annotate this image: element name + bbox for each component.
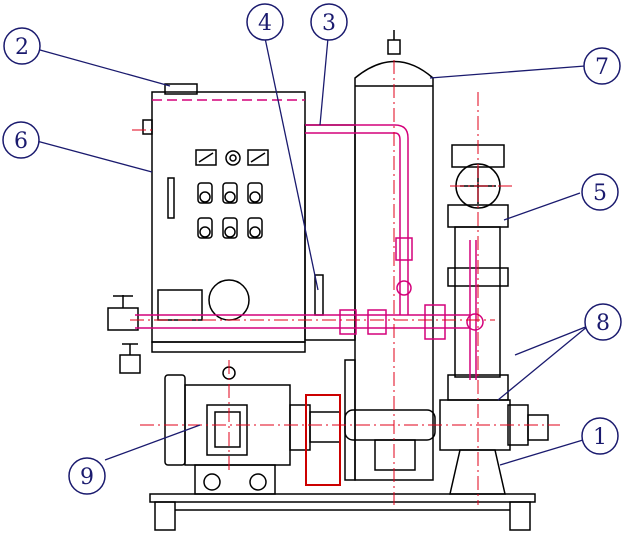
callout-7: 7: [583, 47, 621, 85]
base-skid: [149, 493, 536, 531]
callout-5-label: 5: [593, 181, 607, 206]
leader-lines: [32, 37, 589, 466]
callout-4-label: 4: [258, 11, 272, 36]
callout-1-label: 1: [593, 425, 607, 450]
motor-terminal-box: [206, 404, 248, 456]
callout-6-label: 6: [14, 129, 28, 154]
callout-3: 3: [310, 3, 348, 41]
gauge-left: [195, 149, 217, 166]
callout-2: 2: [3, 27, 41, 65]
callout-9-label: 9: [80, 465, 94, 490]
callout-5: 5: [581, 173, 619, 211]
callout-4: 4: [246, 3, 284, 41]
callout-6: 6: [2, 121, 40, 159]
pressure-tank: [344, 30, 434, 481]
callout-2-label: 2: [15, 35, 29, 60]
cabinet-cap: [164, 83, 198, 95]
red-guard-frame: [305, 394, 341, 486]
callout-8: 8: [584, 303, 622, 341]
control-cabinet: [142, 83, 306, 353]
gauge-right: [247, 149, 269, 166]
callout-8-label: 8: [596, 311, 610, 336]
piping: [135, 99, 484, 380]
left-valve: [107, 295, 141, 374]
indicator-lamp: [225, 150, 241, 166]
callout-1: 1: [581, 417, 619, 455]
callout-3-label: 3: [322, 11, 336, 36]
cabinet-round-cover: [208, 279, 250, 321]
callout-9: 9: [68, 457, 106, 495]
switch-grid: [197, 182, 263, 239]
connector-box: [304, 124, 356, 341]
centerlines: [130, 60, 560, 505]
callout-7-label: 7: [595, 55, 609, 80]
coupling: [309, 411, 341, 443]
callouts: 2 6 4 3 7 5 8 1: [2, 3, 622, 495]
